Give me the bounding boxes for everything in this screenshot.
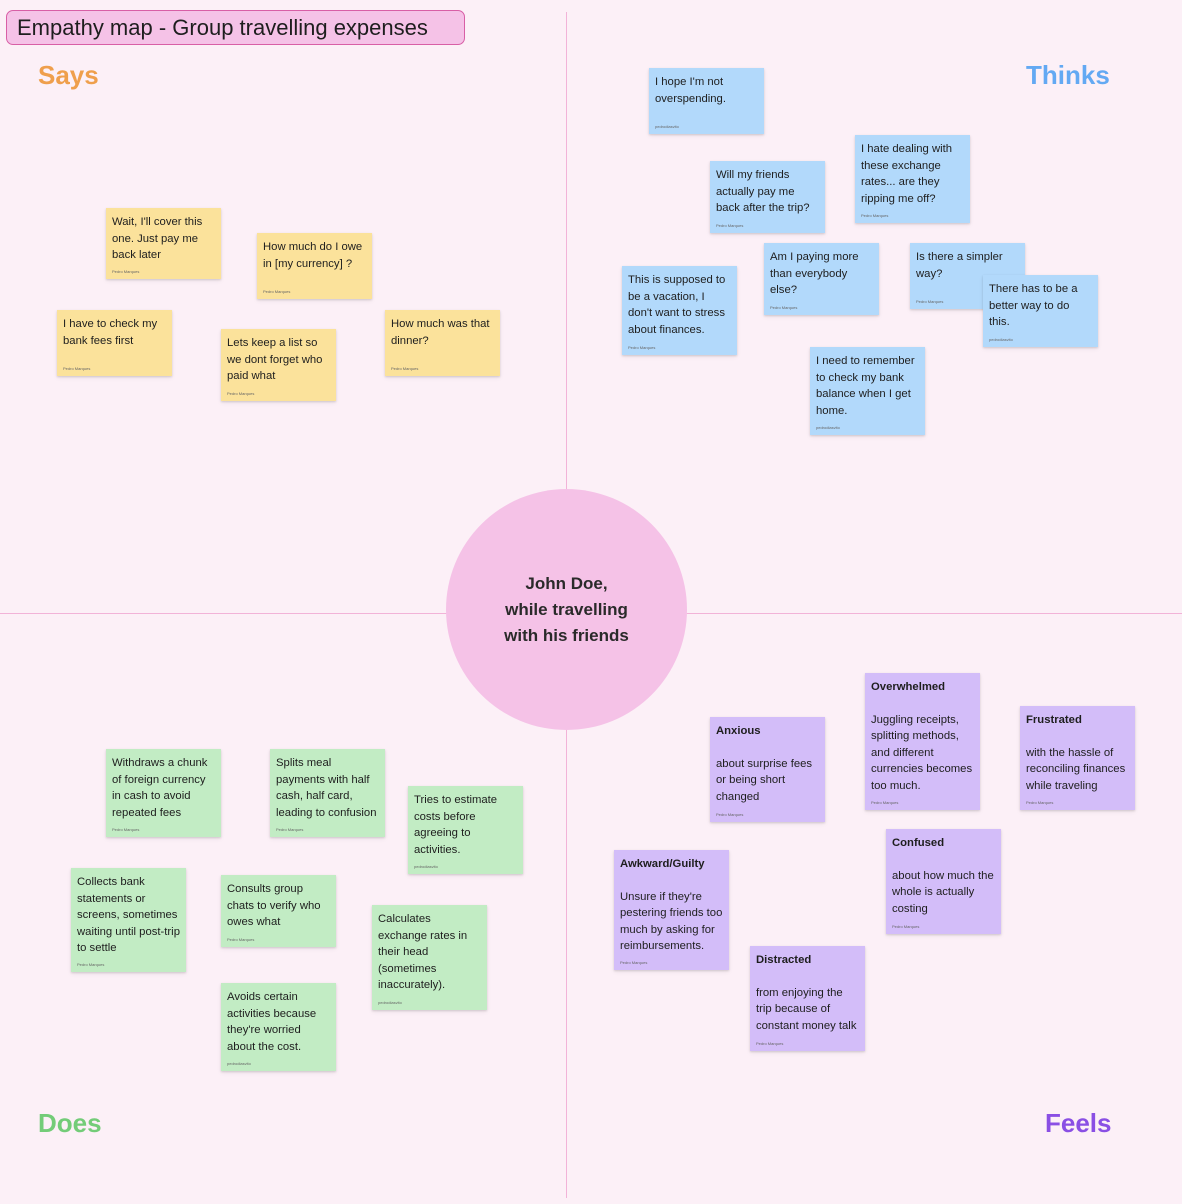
note-text: Is there a simpler way?	[916, 251, 1003, 280]
note-author: Pedro Marques	[112, 269, 140, 274]
note-author: Pedro Marques	[63, 366, 91, 371]
note-author: Pedro Marques	[716, 223, 744, 228]
note-author: Pedro Marques	[628, 345, 656, 350]
sticky-note[interactable]: There has to be a better way to do this.…	[983, 275, 1098, 347]
sticky-note[interactable]: I hate dealing with these exchange rates…	[855, 135, 970, 223]
note-author: Pedro Marques	[716, 812, 744, 817]
says-label: Says	[38, 60, 99, 90]
sticky-note[interactable]: Tries to estimate costs before agreeing …	[408, 786, 523, 874]
sticky-note[interactable]: I have to check my bank fees first Pedro…	[57, 310, 172, 376]
note-author: Pedro Marques	[1026, 800, 1054, 805]
note-author: pedrodiasvito	[655, 124, 679, 129]
note-author: pedrodiasvito	[816, 425, 840, 430]
note-text: Am I paying more than everybody else?	[770, 251, 859, 297]
note-text: about surprise fees or being short chang…	[716, 757, 813, 803]
sticky-note[interactable]: Calculates exchange rates in their head …	[372, 905, 487, 1010]
note-text: Withdraws a chunk of foreign currency in…	[112, 757, 208, 819]
sticky-note[interactable]: Consults group chats to verify who owes …	[221, 875, 336, 947]
note-text: from enjoying the trip because of consta…	[756, 986, 857, 1032]
note-text: Calculates exchange rates in their head …	[378, 913, 468, 992]
sticky-note[interactable]: Will my friends actually pay me back aft…	[710, 161, 825, 233]
note-author: pedrodiasvito	[989, 337, 1013, 342]
thinks-label: Thinks	[1026, 60, 1110, 90]
note-heading: Frustrated	[1026, 714, 1082, 726]
note-text: Wait, I'll cover this one. Just pay me b…	[112, 216, 203, 262]
persona-circle[interactable]: John Doe, while travelling with his frie…	[446, 489, 687, 730]
note-heading: Overwhelmed	[871, 681, 946, 693]
note-author: Pedro Marques	[391, 366, 419, 371]
note-author: Pedro Marques	[276, 827, 304, 832]
note-heading: Anxious	[716, 725, 761, 737]
note-text: How much do I owe in [my currency] ?	[263, 241, 363, 270]
note-author: pedrodiasvito	[414, 864, 438, 869]
note-author: Pedro Marques	[756, 1041, 784, 1046]
note-author: Pedro Marques	[227, 391, 255, 396]
sticky-note[interactable]: Am I paying more than everybody else? Pe…	[764, 243, 879, 315]
note-text: Consults group chats to verify who owes …	[227, 883, 321, 929]
note-author: Pedro Marques	[620, 960, 648, 965]
note-text: Collects bank statements or screens, som…	[77, 876, 180, 955]
note-text: How much was that dinner?	[391, 318, 490, 347]
note-heading: Distracted	[756, 954, 812, 966]
sticky-note[interactable]: How much do I owe in [my currency] ? Ped…	[257, 233, 372, 299]
note-text: Juggling receipts, splitting methods, an…	[871, 713, 973, 792]
note-text: Unsure if they're pestering friends too …	[620, 890, 723, 953]
sticky-note[interactable]: Anxious about surprise fees or being sho…	[710, 717, 825, 822]
note-text: I need to remember to check my bank bala…	[816, 355, 915, 417]
note-author: Pedro Marques	[112, 827, 140, 832]
note-heading: Confused	[892, 837, 945, 849]
note-text: Tries to estimate costs before agreeing …	[414, 794, 498, 856]
note-author: Pedro Marques	[871, 800, 899, 805]
sticky-note[interactable]: Splits meal payments with half cash, hal…	[270, 749, 385, 837]
sticky-note[interactable]: How much was that dinner? Pedro Marques	[385, 310, 500, 376]
note-author: Pedro Marques	[770, 305, 798, 310]
sticky-note[interactable]: Confused about how much the whole is act…	[886, 829, 1001, 934]
sticky-note[interactable]: Collects bank statements or screens, som…	[71, 868, 186, 972]
note-author: Pedro Marques	[77, 962, 105, 967]
sticky-note[interactable]: I need to remember to check my bank bala…	[810, 347, 925, 435]
note-author: Pedro Marques	[263, 289, 291, 294]
note-text: Avoids certain activities because they'r…	[227, 991, 317, 1053]
note-author: Pedro Marques	[227, 937, 255, 942]
note-text: This is supposed to be a vacation, I don…	[628, 274, 726, 336]
note-author: pedrodiasvito	[227, 1061, 251, 1066]
note-text: Will my friends actually pay me back aft…	[716, 169, 810, 215]
sticky-note[interactable]: Awkward/Guilty Unsure if they're pesteri…	[614, 850, 729, 970]
sticky-note[interactable]: Lets keep a list so we dont forget who p…	[221, 329, 336, 401]
sticky-note[interactable]: Withdraws a chunk of foreign currency in…	[106, 749, 221, 837]
note-heading: Awkward/Guilty	[620, 858, 705, 870]
note-author: Pedro Marques	[916, 299, 944, 304]
note-text: Lets keep a list so we dont forget who p…	[227, 337, 323, 383]
note-text: I hope I'm not overspending.	[655, 76, 726, 105]
note-author: Pedro Marques	[892, 924, 920, 929]
sticky-note[interactable]: Frustrated with the hassle of reconcilin…	[1020, 706, 1135, 810]
note-author: pedrodiasvito	[378, 1000, 402, 1005]
sticky-note[interactable]: I hope I'm not overspending. pedrodiasvi…	[649, 68, 764, 134]
board-title[interactable]: Empathy map - Group travelling expenses	[6, 10, 465, 45]
sticky-note[interactable]: Avoids certain activities because they'r…	[221, 983, 336, 1071]
note-text: about how much the whole is actually cos…	[892, 869, 994, 915]
note-text: I have to check my bank fees first	[63, 318, 158, 347]
does-label: Does	[38, 1108, 102, 1138]
feels-label: Feels	[1045, 1108, 1112, 1138]
sticky-note[interactable]: Distracted from enjoying the trip becaus…	[750, 946, 865, 1051]
sticky-note[interactable]: Overwhelmed Juggling receipts, splitting…	[865, 673, 980, 810]
note-author: Pedro Marques	[861, 213, 889, 218]
sticky-note[interactable]: This is supposed to be a vacation, I don…	[622, 266, 737, 355]
note-text: Splits meal payments with half cash, hal…	[276, 757, 377, 819]
note-text: There has to be a better way to do this.	[989, 283, 1078, 329]
note-text: with the hassle of reconciling finances …	[1026, 746, 1126, 792]
sticky-note[interactable]: Wait, I'll cover this one. Just pay me b…	[106, 208, 221, 279]
note-text: I hate dealing with these exchange rates…	[861, 143, 953, 205]
